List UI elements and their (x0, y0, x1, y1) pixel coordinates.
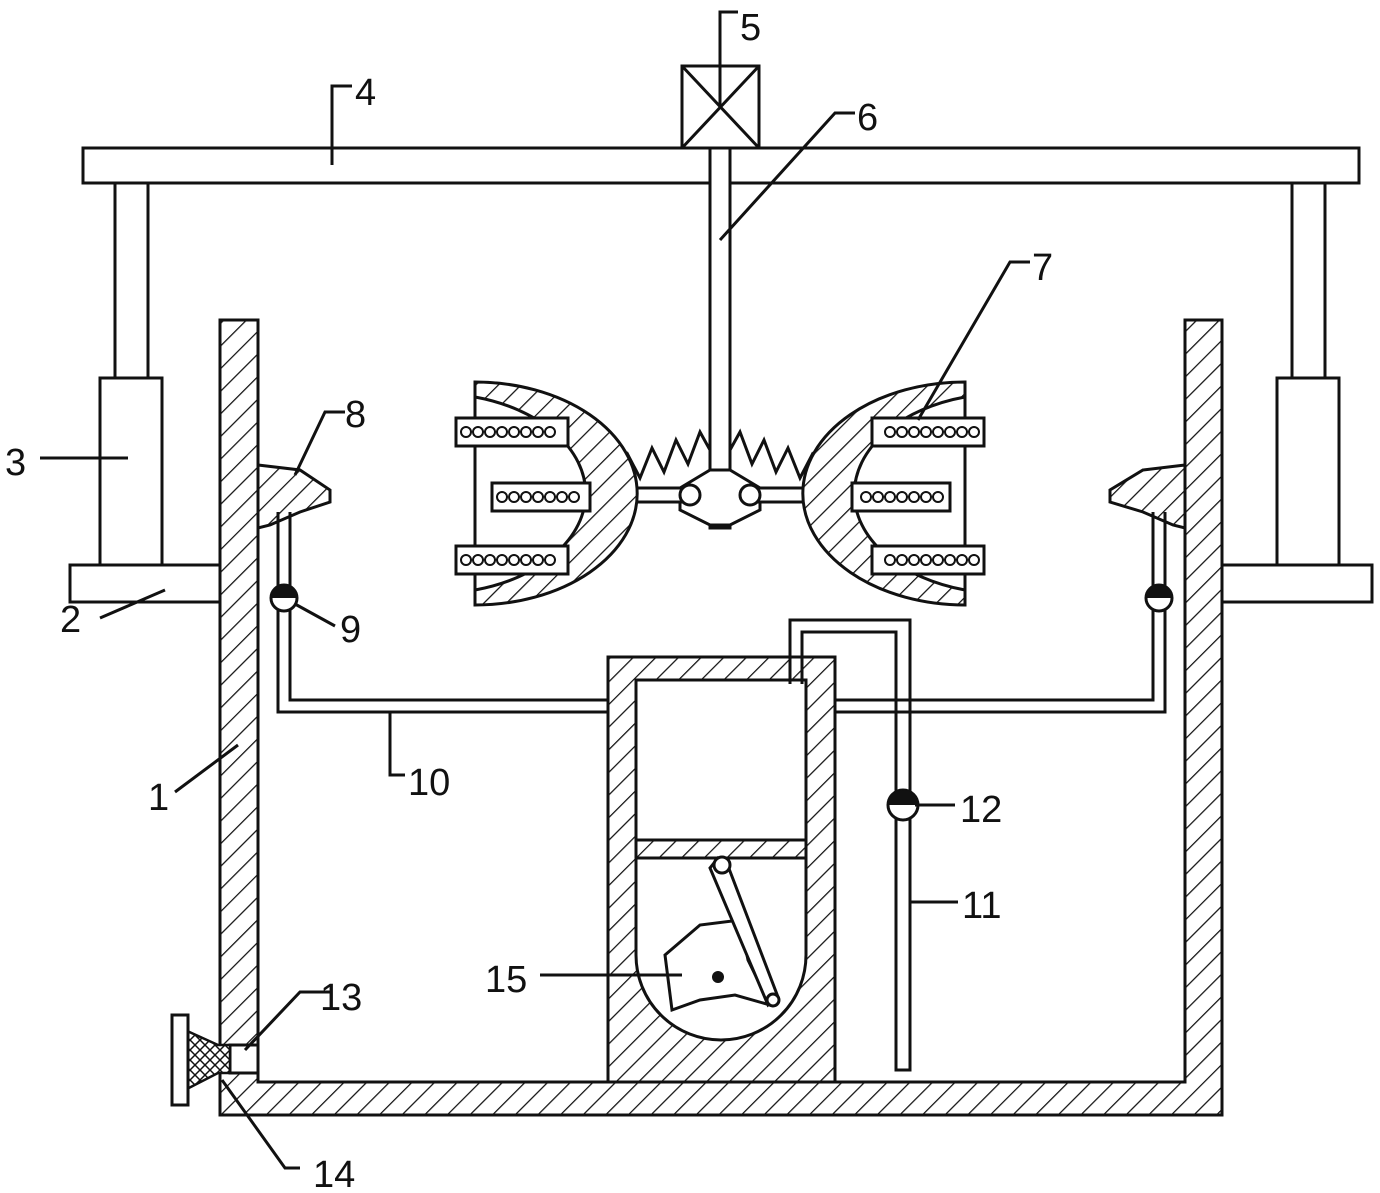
return-valve (886, 788, 920, 822)
label-13: 13 (320, 977, 362, 1019)
label-14: 14 (313, 1154, 355, 1193)
label-5: 5 (740, 7, 761, 49)
check-valves (269, 583, 1174, 613)
leader-lines (40, 10, 1030, 1170)
label-4: 4 (355, 72, 376, 114)
water-pipes (276, 512, 1167, 714)
label-3: 3 (5, 442, 26, 484)
drain-filter (170, 1013, 232, 1107)
label-7: 7 (1032, 247, 1053, 289)
label-12: 12 (960, 789, 1002, 831)
tank-body (218, 318, 1224, 1117)
brush-bristles-left (460, 426, 580, 566)
brush-bristles-right (860, 426, 980, 566)
hydraulic-cylinders (98, 180, 1341, 567)
return-pipe (788, 618, 912, 1072)
label-1: 1 (148, 777, 169, 819)
cam-mechanism (663, 855, 781, 1013)
drain-outlet (228, 1043, 260, 1075)
label-9: 9 (340, 609, 361, 651)
spray-nozzles (256, 463, 1187, 530)
label-10: 10 (408, 762, 450, 804)
label-11: 11 (962, 885, 1001, 927)
right-brush-bowl (801, 380, 986, 607)
part-labels: 1 2 3 4 5 6 7 8 9 10 11 12 13 14 15 (5, 7, 1053, 1193)
label-2: 2 (60, 599, 81, 641)
left-brush-bowl (454, 380, 639, 607)
drive-shaft (708, 146, 732, 530)
motor-box (680, 64, 761, 150)
support-brackets (68, 563, 1374, 604)
pump-housing (606, 655, 837, 1084)
label-8: 8 (345, 394, 366, 436)
label-6: 6 (857, 97, 878, 139)
label-15: 15 (485, 959, 527, 1001)
